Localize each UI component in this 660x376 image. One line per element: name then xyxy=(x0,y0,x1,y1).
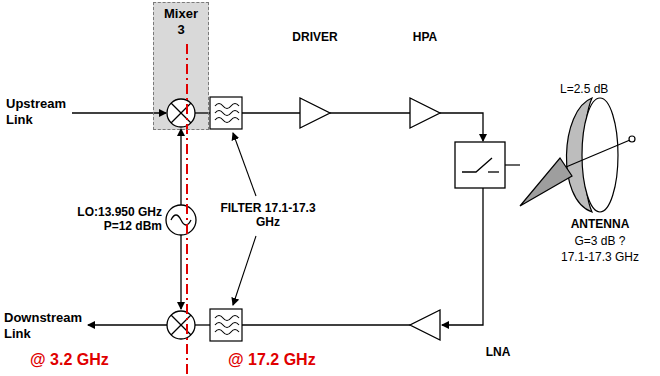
antenna-symbol xyxy=(520,158,572,206)
stage-name: LNA xyxy=(468,345,528,359)
amplifier-symbol xyxy=(300,98,440,128)
upstream-chain xyxy=(330,112,410,113)
oscillator-symbol xyxy=(171,215,191,225)
frequency-note: @ 3.2 GHz xyxy=(30,350,150,369)
downstream-chain xyxy=(88,324,167,325)
leader-arrow xyxy=(233,236,256,305)
mixer-shade xyxy=(153,2,209,130)
signal-name: Upstream Link xyxy=(6,96,70,127)
downstream-chain xyxy=(242,324,410,325)
downstream-chain xyxy=(195,324,210,325)
amplifier-symbol xyxy=(410,310,440,340)
antenna-symbol xyxy=(505,98,635,212)
amplifier-symbol xyxy=(300,98,330,128)
oscillator-symbol xyxy=(166,205,196,235)
filter-symbol xyxy=(215,316,239,335)
antenna-symbol xyxy=(582,98,618,212)
filter-symbol xyxy=(215,104,239,123)
tr-switch xyxy=(488,171,499,172)
stage-name: DRIVER xyxy=(285,30,345,44)
loss-note: L=2.5 dB xyxy=(560,82,632,96)
tr-switch xyxy=(455,142,505,188)
tr-switch xyxy=(462,158,492,172)
filter-symbol xyxy=(210,309,242,341)
oscillator-symbol xyxy=(166,205,196,235)
gain-note: G=3 dB ? xyxy=(552,234,648,248)
antenna-symbol xyxy=(566,140,630,167)
lo-spec: LO:13.950 GHz P=12 dBm xyxy=(62,205,162,234)
filter-symbol xyxy=(210,97,242,129)
upstream-chain xyxy=(440,113,483,141)
filter-spec: FILTER 17.1-17.3 GHz xyxy=(218,201,318,230)
frequency-note: @ 17.2 GHz xyxy=(228,350,358,369)
upstream-chain xyxy=(72,112,166,113)
filter-symbol xyxy=(210,97,242,129)
part-name: ANTENNA xyxy=(552,217,648,231)
mixer-symbol xyxy=(167,99,195,127)
mixer-symbol xyxy=(167,311,195,339)
antenna-symbol xyxy=(505,164,520,165)
mixer-group-box: Mixer 3 xyxy=(153,2,209,130)
leader-arrow xyxy=(233,133,256,305)
signal-name: Downstream Link xyxy=(4,310,86,341)
lo-feed xyxy=(180,129,181,205)
filter-symbol xyxy=(210,309,242,341)
antenna-symbol xyxy=(629,136,635,142)
downstream-chain xyxy=(442,188,483,325)
reference-line xyxy=(186,44,188,376)
band-note: 17.1-17.3 GHz xyxy=(552,250,648,264)
tr-switch xyxy=(455,142,505,188)
amplifier-symbol xyxy=(410,98,440,128)
upstream-chain xyxy=(242,112,300,113)
mixer-symbol xyxy=(167,99,195,127)
stage-name: HPA xyxy=(400,30,450,44)
upstream-chain xyxy=(195,112,210,113)
lo-feed xyxy=(180,235,181,309)
block-title: Mixer 3 xyxy=(159,6,203,37)
leader-arrow xyxy=(233,133,256,196)
amplifier-symbol xyxy=(410,310,440,340)
mixer-symbol xyxy=(167,311,195,339)
